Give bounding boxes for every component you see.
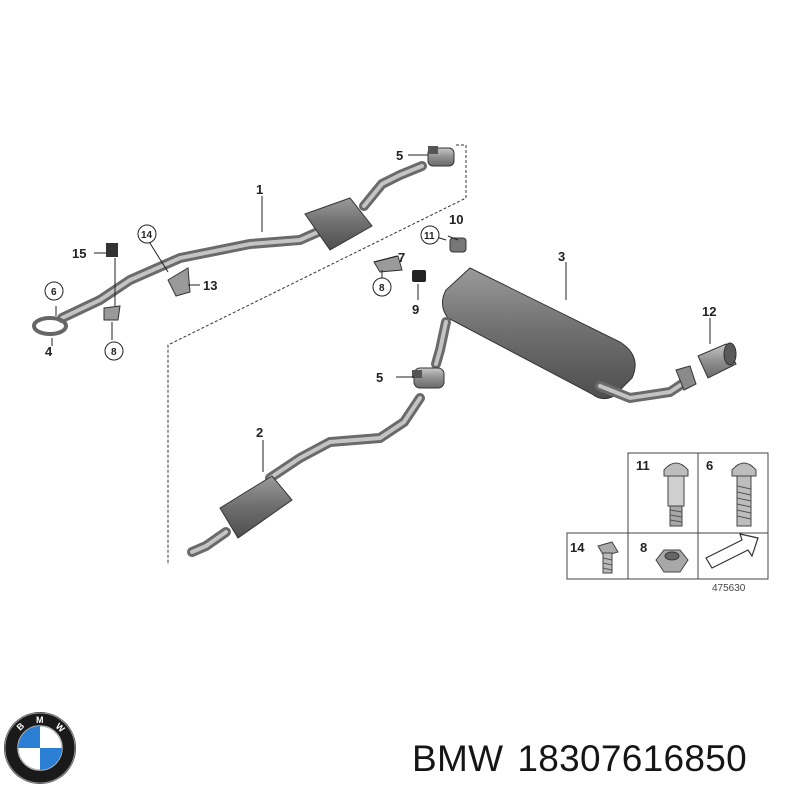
intermediate-pipe-with-resonator xyxy=(187,393,425,557)
callout-labels: 1 5 3 12 2 5 4 15 13 7 9 10 xyxy=(45,148,716,440)
rear-hanger-parts xyxy=(373,237,467,282)
circle-8-right xyxy=(372,277,392,297)
nut-8-icon xyxy=(655,549,689,573)
legend-label-14: 14 xyxy=(570,540,585,555)
circle-6 xyxy=(44,281,64,301)
callout-13: 13 xyxy=(203,278,217,293)
circle-14 xyxy=(137,224,157,244)
front-pipe-with-center-muffler xyxy=(57,161,427,323)
callout-15: 15 xyxy=(72,246,86,261)
callout-14: 14 xyxy=(141,230,153,241)
callout-1: 1 xyxy=(256,182,263,197)
legend-label-11: 11 xyxy=(636,458,650,473)
circled-callout-labels: 14 6 8 8 11 xyxy=(51,230,435,358)
callout-2: 2 xyxy=(256,425,263,440)
callout-9: 9 xyxy=(412,302,419,317)
fastener-legend: 11 6 14 8 475630 xyxy=(566,452,769,594)
pipe-clamp-top xyxy=(427,146,455,167)
circle-8-left xyxy=(104,341,124,361)
callout-5-mid: 5 xyxy=(376,370,383,385)
screw-14-icon xyxy=(597,541,619,574)
callout-6: 6 xyxy=(51,287,57,298)
bolt-11-icon xyxy=(663,462,689,527)
callout-8-right: 8 xyxy=(379,283,385,294)
part-number-caption: BMW 18307616850 xyxy=(412,738,761,780)
circled-callouts xyxy=(44,224,440,361)
leader-lines xyxy=(51,154,711,472)
callout-7: 7 xyxy=(398,250,405,265)
tailpipe-tip xyxy=(697,342,737,379)
rear-muffler xyxy=(431,267,697,404)
svg-text:B: B xyxy=(15,720,27,732)
legend-label-8: 8 xyxy=(640,540,647,555)
pipe-clamp-mid xyxy=(412,367,445,389)
brand-name: BMW xyxy=(412,738,504,779)
callout-12: 12 xyxy=(702,304,716,319)
svg-text:M: M xyxy=(36,715,44,725)
circle-11 xyxy=(420,225,440,245)
callout-4: 4 xyxy=(45,344,53,359)
legend-label-6: 6 xyxy=(706,458,713,473)
bolt-6-icon xyxy=(731,462,757,527)
bmw-logo: B M W xyxy=(4,712,76,784)
assembly-boundary-dashed xyxy=(167,144,467,565)
drawing-reference-number: 475630 xyxy=(712,583,746,594)
callout-10: 10 xyxy=(449,212,463,227)
direction-arrow-icon xyxy=(705,533,759,569)
hanger-brackets-left xyxy=(32,243,191,336)
callout-5-top: 5 xyxy=(396,148,403,163)
callout-11: 11 xyxy=(424,231,435,242)
part-number: 18307616850 xyxy=(517,738,747,779)
callout-3: 3 xyxy=(558,249,565,264)
callout-8-left: 8 xyxy=(111,347,117,358)
